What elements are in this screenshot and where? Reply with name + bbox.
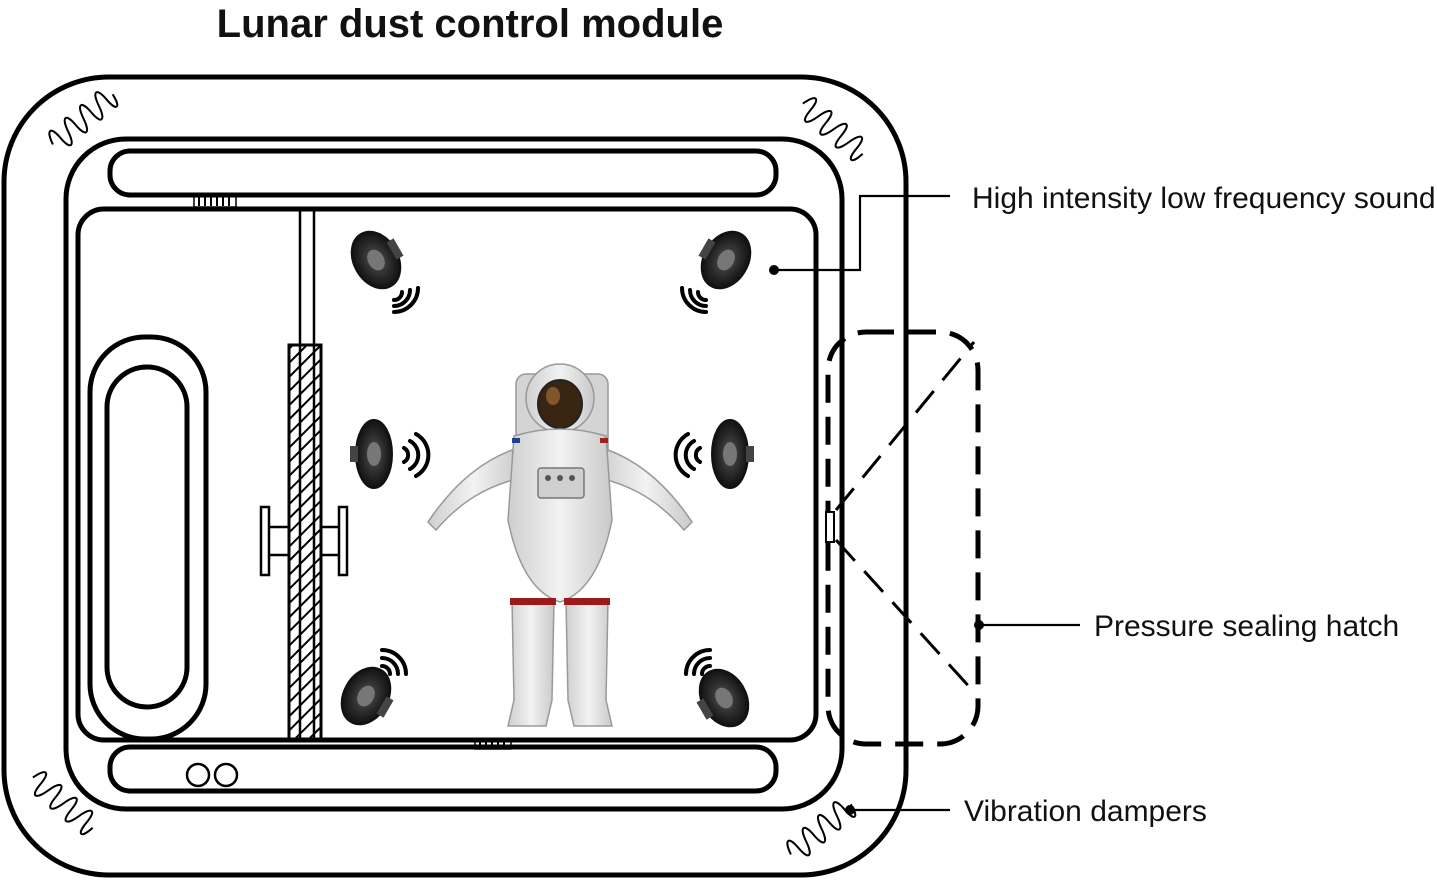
hatch-leader	[974, 620, 1080, 630]
sound-wave-icon	[392, 286, 420, 314]
label-sound: High intensity low frequency sound	[972, 182, 1436, 215]
sound-wave-icon	[684, 648, 712, 676]
spring-damper-icon	[48, 91, 119, 147]
spring-damper-icon	[802, 97, 864, 162]
left-window	[104, 364, 190, 710]
speaker-icon	[350, 419, 393, 489]
diagram-title: Lunar dust control module	[217, 2, 724, 46]
top-rail	[107, 148, 779, 198]
spring-damper-icon	[32, 771, 94, 836]
bottom-vent	[474, 740, 512, 750]
sound-wave-icon	[680, 286, 708, 314]
bottom-rail	[107, 744, 779, 794]
inner-frame	[63, 136, 845, 812]
astronaut-figure	[427, 363, 693, 727]
spring-damper-icon	[786, 801, 857, 857]
speaker-icon	[696, 668, 750, 728]
sound-leader	[769, 194, 950, 275]
bottom-rail-port-2	[213, 762, 239, 788]
sound-wave-icon	[673, 432, 702, 478]
pressure-hatch	[825, 329, 981, 747]
dampers-leader	[845, 805, 950, 815]
sound-wave-icon	[402, 432, 431, 478]
bottom-rail-port-1	[185, 762, 211, 788]
left-compartment	[87, 334, 209, 742]
chamber	[75, 206, 819, 743]
speaker-icon	[350, 230, 404, 290]
label-dampers: Vibration dampers	[964, 795, 1207, 828]
label-hatch: Pressure sealing hatch	[1094, 610, 1399, 643]
speaker-icon	[711, 419, 754, 489]
speaker-icon	[340, 666, 394, 726]
sound-wave-icon	[380, 648, 408, 676]
top-vent	[193, 195, 237, 208]
speaker-icon	[698, 230, 752, 290]
outer-housing	[1, 74, 909, 878]
sliding-door	[259, 210, 349, 741]
